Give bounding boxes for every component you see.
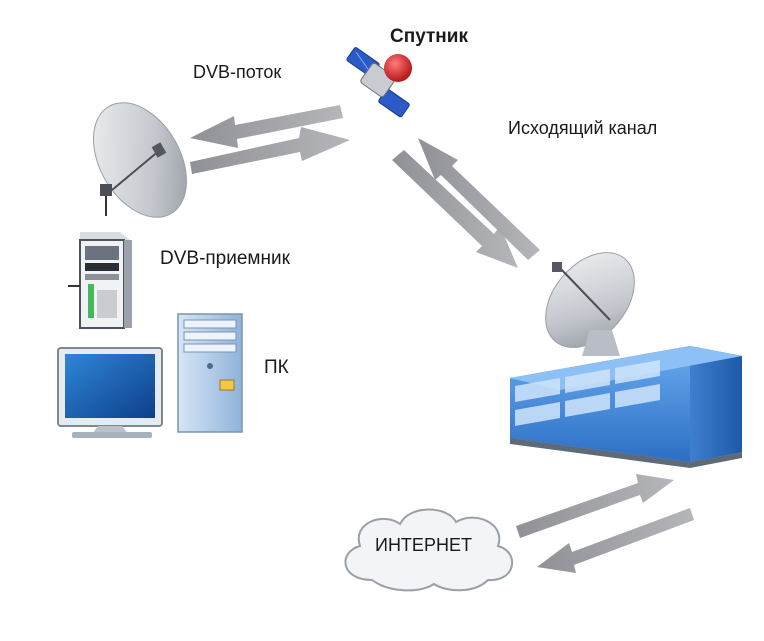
arrow-satellite-to-dish xyxy=(190,105,343,148)
arrow-hub-to-internet xyxy=(537,508,694,573)
client-dish-icon xyxy=(93,102,187,218)
monitor-icon xyxy=(57,347,163,438)
dvb-receiver-icon xyxy=(68,232,132,329)
internet-cloud-icon xyxy=(344,508,514,592)
satellite-label: Спутник xyxy=(390,26,468,47)
arrow-internet-to-hub xyxy=(516,474,674,538)
internet-label: ИНТЕРНЕТ xyxy=(375,535,472,555)
dvb-receiver-label: DVB-приемник xyxy=(160,248,290,269)
arrow-satellite-to-hub xyxy=(392,150,518,268)
pc-label: ПК xyxy=(264,357,289,378)
satellite-icon xyxy=(346,47,412,118)
arrow-dish-to-satellite xyxy=(190,127,350,174)
arrow-hub-to-satellite xyxy=(418,138,540,260)
dvb-stream-label: DVB-поток xyxy=(193,62,282,82)
pc-tower-icon xyxy=(177,313,243,433)
hub-building-icon xyxy=(510,346,742,468)
hub-dish-icon xyxy=(545,252,635,356)
uplink-label: Исходящий канал xyxy=(508,118,658,138)
